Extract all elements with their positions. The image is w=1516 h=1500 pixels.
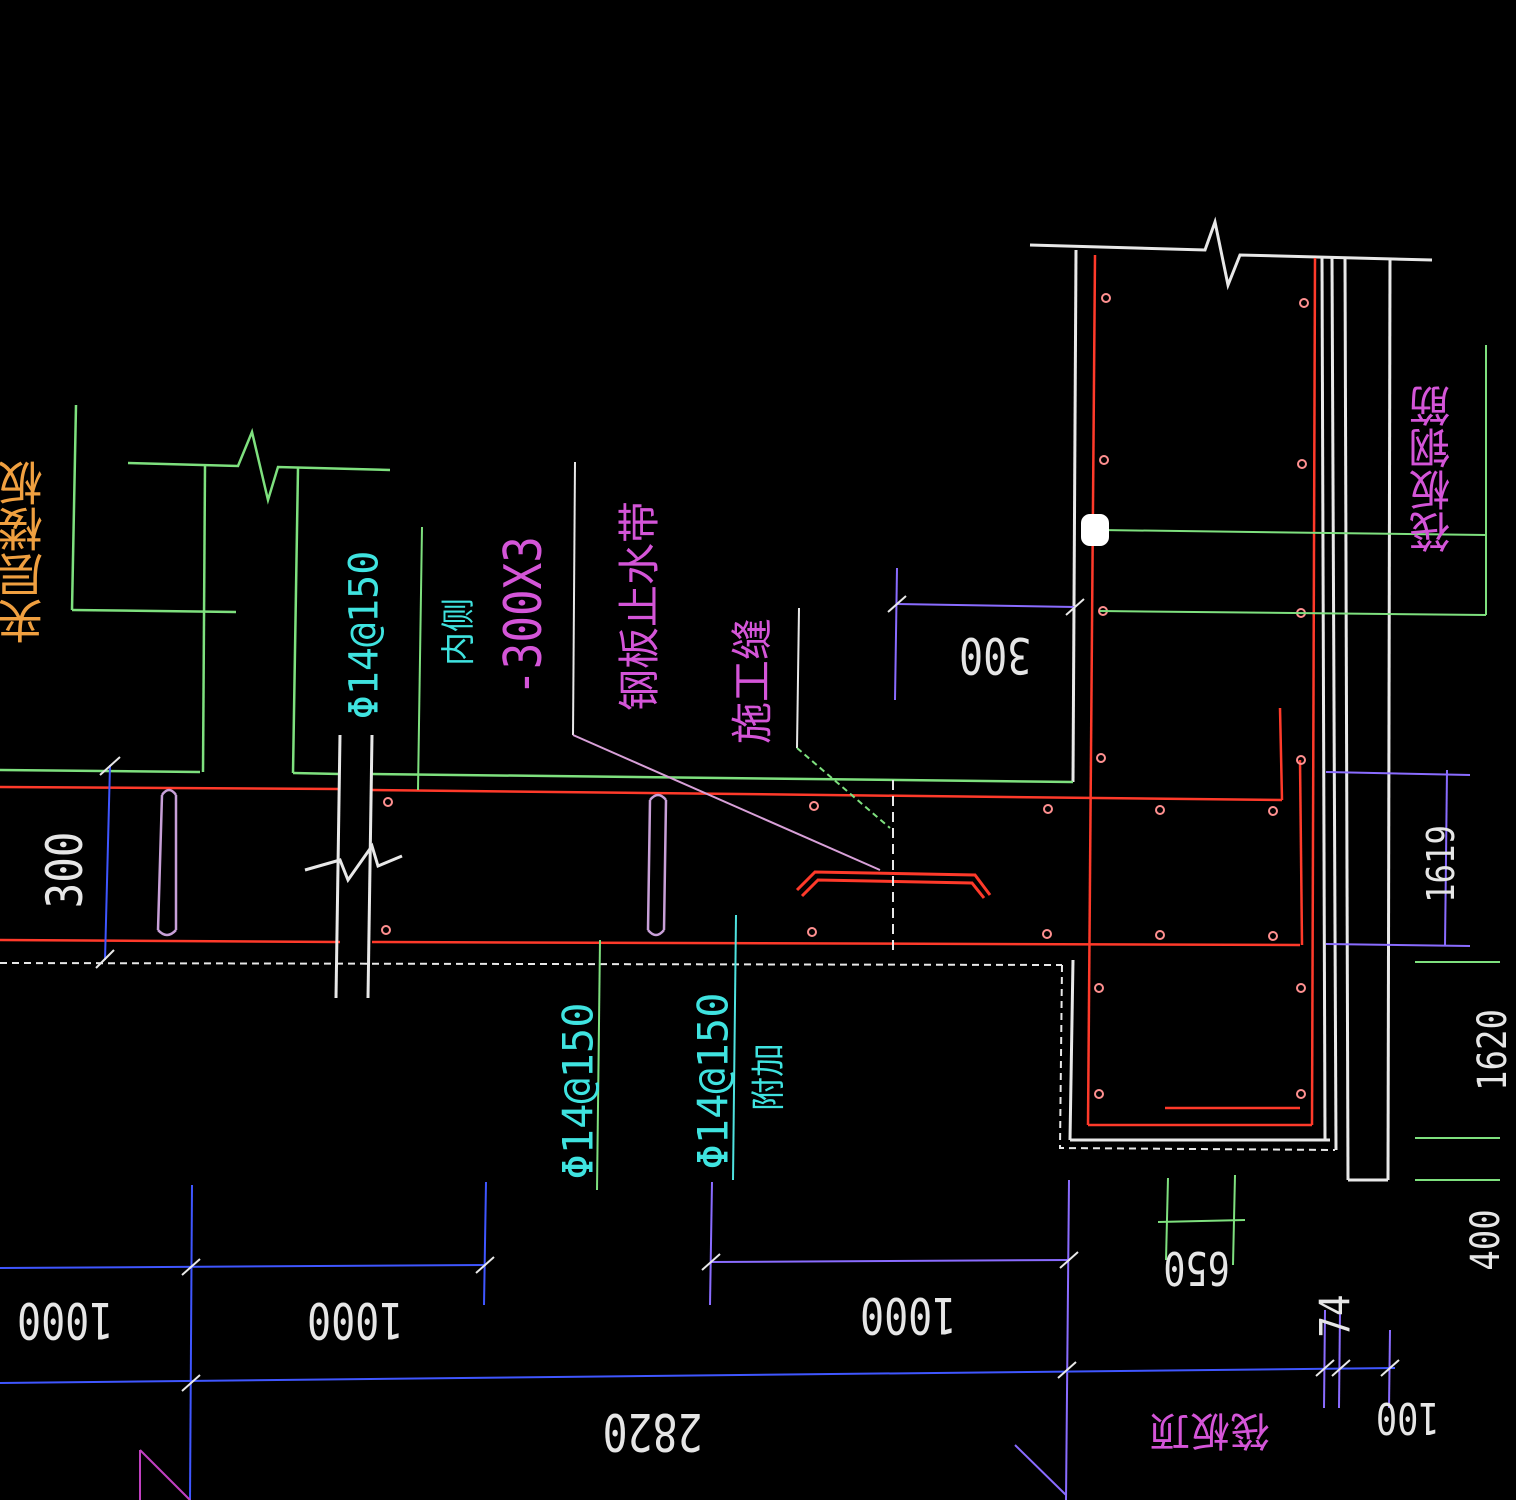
dim-1000-b: 1000 <box>307 1291 404 1349</box>
raft-rebar <box>1086 254 1317 1127</box>
mezzanine-slab-label: 夹层楼板 <box>0 460 50 644</box>
slab-thickness-dimension: 300 <box>36 831 95 909</box>
dim-1620: 1620 <box>1470 1009 1516 1091</box>
construction-joint-label: 施工缝 <box>728 617 778 745</box>
rebar-top-note-label: 内侧 <box>439 598 479 666</box>
rebar-bottom-label: Φ14@150 <box>553 1002 603 1180</box>
dim-1619: 1619 <box>1418 825 1463 903</box>
leader-lines <box>417 345 1500 1191</box>
slab-break-line <box>304 734 403 999</box>
joint-offset-dimension: 300 <box>959 626 1032 684</box>
dim-2820: 2820 <box>602 1401 703 1461</box>
dim-100: 100 <box>1375 1392 1440 1443</box>
dim-650: 650 <box>1163 1241 1230 1295</box>
slab-outline <box>0 404 1074 784</box>
raft-rebar-dots <box>381 293 1309 1099</box>
waterproof-dashed-line <box>0 962 1336 1151</box>
rebar-bottom-right-note-label: 附加 <box>749 1043 789 1111</box>
slab-rebar <box>0 785 1301 947</box>
slab-ties <box>156 788 668 937</box>
raft-top-break-line <box>1029 216 1433 291</box>
dimension-lines <box>0 567 1471 1500</box>
raft-rebar-label: 筏板钢筋 <box>1408 385 1457 553</box>
dim-1000-c: 1000 <box>860 1286 957 1344</box>
dim-74: 74 <box>1310 1294 1360 1338</box>
rebar-top-label: Φ14@150 <box>341 550 388 720</box>
waterstop-label: 钢板止水带 <box>615 500 665 712</box>
dimension-ticks <box>95 595 1400 1392</box>
dim-1000-a: 1000 <box>17 1291 114 1349</box>
raft-outline <box>1068 249 1392 1182</box>
hand-cursor-icon <box>1081 514 1109 546</box>
dim-400: 400 <box>1463 1209 1510 1271</box>
steel-plate-label: -300X3 <box>493 536 554 696</box>
raft-top-label: 筏板顶 <box>1150 1407 1270 1453</box>
rebar-bottom-right-label: Φ14@150 <box>688 992 738 1170</box>
waterstop-plate <box>795 870 992 899</box>
